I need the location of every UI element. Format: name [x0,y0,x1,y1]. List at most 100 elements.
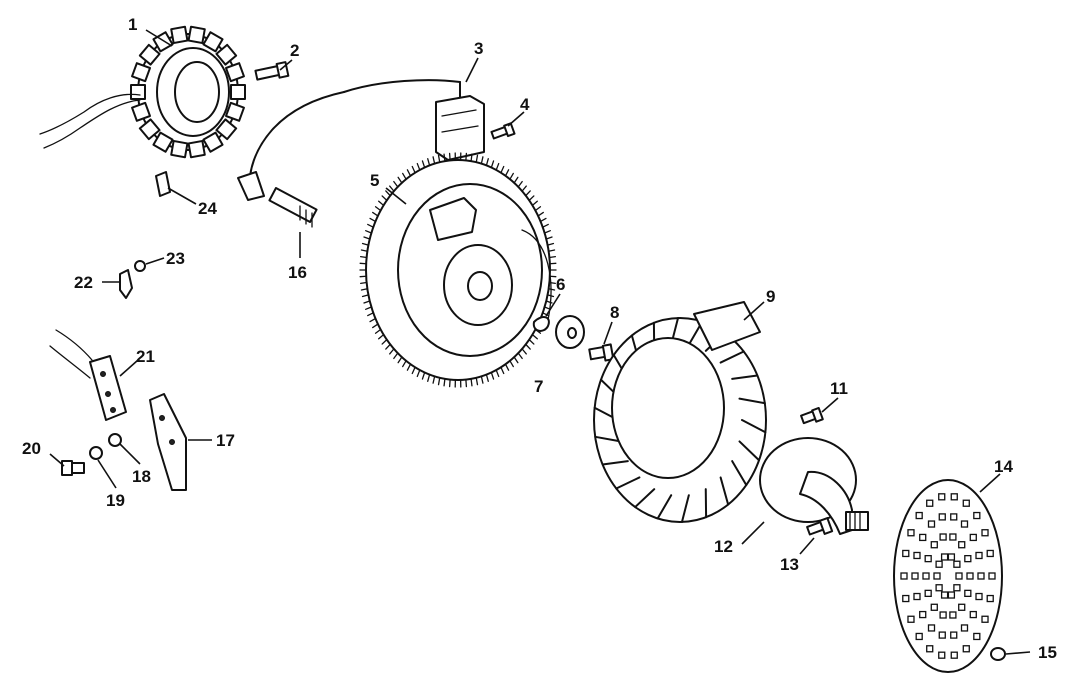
fan-blade [719,476,730,506]
flywheel-tooth [378,200,385,206]
screen-hole [949,533,957,541]
flywheel-tooth [406,169,412,177]
flywheel-tooth [421,371,426,380]
part-washer-19 [89,446,103,460]
callout-labels: 1 2 3 4 5 6 7 8 9 11 12 13 14 15 16 17 1… [22,15,1057,662]
stator-tooth [131,62,151,83]
screen-hole [973,632,981,641]
flywheel-tooth [361,294,370,298]
flywheel-tooth [427,373,431,382]
flywheel-tooth [480,156,484,165]
screen-hole [975,551,983,560]
screen-hole [915,632,923,641]
screen-hole [919,533,927,542]
flywheel-tooth [385,190,391,197]
part-washer-18 [108,433,122,447]
screen-hole [966,572,974,580]
screen-hole [977,572,985,580]
screen-hole [902,594,910,603]
flywheel-tooth [416,162,421,171]
stator-tooth [138,118,161,141]
flywheel-tooth [402,360,407,368]
screen-hole [927,624,936,632]
flywheel-tooth [480,375,484,384]
screen-hole [969,610,977,619]
screen-hole [939,611,947,619]
flywheel-tooth [543,230,551,234]
screen-hole [940,553,949,561]
callout-6: 6 [556,275,565,294]
flywheel-tooth [490,371,495,380]
flywheel-tooth [513,356,519,364]
flywheel-tooth [490,160,495,169]
flywheel-tooth [411,165,416,174]
flywheel-tooth [548,249,556,252]
flywheel-tooth [367,223,374,228]
screen-hole [926,645,934,653]
flywheel-tooth [411,366,416,375]
callout-21: 21 [136,347,155,366]
screen-hole [973,511,981,520]
flywheel-tooth [542,223,549,228]
screen-hole [958,541,966,549]
stator-tooth [230,84,246,100]
stator-tooth [152,131,174,153]
callout-24: 24 [198,199,217,218]
part-drive-hub [759,437,869,535]
part-clip-24 [155,171,171,197]
flywheel-tooth [448,378,451,388]
callout-18: 18 [132,467,151,486]
flywheel-tooth [448,152,451,162]
flywheel-tooth [537,211,544,217]
fan-blade [731,374,759,380]
part-washer-7 [555,315,585,349]
callout-22: 22 [74,273,93,292]
screen-hole [949,611,957,619]
callout-3: 3 [474,39,483,58]
stator-tooth [170,140,189,159]
flywheel-tooth [534,206,542,212]
flywheel-tooth [437,154,441,163]
stator-tooth [187,25,206,44]
screen-hole [915,511,923,520]
screen-hole [988,572,996,580]
screen-hole [922,572,930,580]
screen-hole [907,615,915,623]
screen-hole [913,592,921,601]
callout-19: 19 [106,491,125,510]
screen-hole [913,551,921,560]
screen-hole [950,513,958,521]
flywheel-tooth [548,256,557,259]
flywheel-tooth [421,160,426,169]
screen-hole [960,520,969,528]
flywheel-tooth [531,334,538,340]
flywheel-tooth [509,360,514,368]
part-flywheel [359,152,557,388]
flywheel-tooth [360,288,368,291]
fan-blade [601,460,629,466]
flywheel-tooth [359,256,368,259]
callout-15: 15 [1038,643,1057,662]
screen-hole [924,554,932,563]
screen-hole [935,584,943,592]
flywheel-tooth [365,306,373,310]
screen-hole [981,615,989,623]
fan-blade [731,460,748,487]
stator-tooth [225,62,245,83]
screen-hole [947,591,956,599]
part-clip-22 [119,269,133,299]
flywheel-tooth [475,377,479,386]
flywheel-tooth [470,153,473,162]
flywheel-tooth [485,158,489,167]
stator-tooth [215,118,238,141]
screen-hole [964,589,972,598]
flywheel-tooth [525,190,531,197]
screen-hole [939,533,947,541]
callout-4: 4 [520,95,530,114]
flywheel-tooth [363,236,371,240]
flywheel-tooth [500,366,505,375]
flywheel-tooth [528,195,535,202]
screen-hole [927,520,936,528]
screen-hole [911,572,919,580]
screen-hole [953,584,961,592]
